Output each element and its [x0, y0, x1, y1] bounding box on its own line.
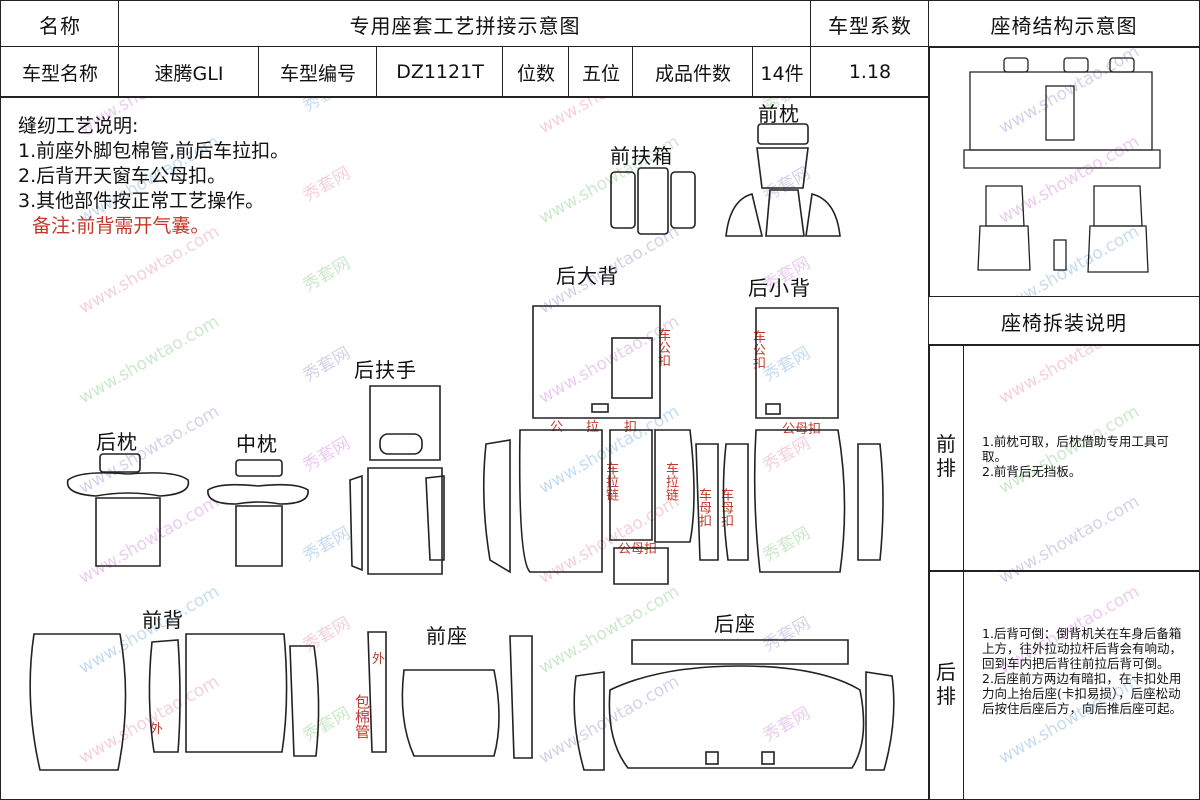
rear-row-text-1: 1.后背可倒：倒背机关在车身后备箱上方，往外拉动拉杆后背会有响动，回到车内把后背… — [982, 626, 1183, 671]
label-rear-armrest: 后扶手 — [354, 358, 417, 382]
rear-row-text-2: 2.后座前方两边有暗扣，在卡扣处用力向上抬后座(卡扣易损），后座松动后按住后座后… — [982, 671, 1183, 716]
seats-value: 五位 — [581, 62, 620, 85]
rear-big-back-pattern — [482, 305, 719, 585]
sewing-notes: 缝纫工艺说明: 1.前座外脚包棉管,前后车拉扣。 2.后背开天窗车公母扣。 3.… — [18, 114, 289, 239]
rear-row-label: 后排 — [936, 660, 956, 708]
front-back-pattern — [29, 633, 320, 771]
front-row-text: 1.前枕可取，后枕借助专用工具可取。 2.前背后无挡板。 — [982, 434, 1188, 479]
pieces-label-cell: 成品件数 — [632, 46, 754, 98]
page-title: 专用座套工艺拼接示意图 — [349, 13, 581, 38]
annot-bottom-buckle: 公母扣 — [618, 542, 658, 557]
rear-pillow-pattern — [66, 453, 190, 567]
annot-female-snap-2: 车母扣 — [718, 488, 733, 527]
label-rear-small-back: 后小背 — [748, 276, 811, 300]
label-front-seat: 前座 — [426, 624, 468, 648]
model-name-label-cell: 车型名称 — [0, 46, 120, 98]
name-label: 名称 — [39, 13, 81, 38]
front-row-label: 前排 — [936, 432, 956, 480]
rear-small-back-pattern — [722, 307, 884, 573]
front-row-divider — [928, 344, 964, 572]
label-rear-big-back: 后大背 — [556, 264, 619, 288]
name-label-cell: 名称 — [0, 0, 120, 48]
annot-outer-back: 外 — [150, 722, 164, 737]
coef-label-cell: 车型系数 — [810, 0, 930, 48]
seat-structure-sketch — [963, 57, 1161, 273]
model-code-cell: DZ1121T — [376, 46, 504, 98]
model-name-value: 速腾GLI — [154, 62, 224, 85]
annot-snap: 扣 — [624, 420, 638, 435]
annot-zipper-right: 车拉链 — [663, 462, 678, 501]
annot-zipper-tab: 拉 — [586, 420, 600, 435]
label-rear-pillow: 后枕 — [96, 430, 138, 454]
disassembly-title-cell: 座椅拆装说明 — [928, 296, 1200, 346]
model-code-label: 车型编号 — [279, 62, 356, 85]
structure-title-cell: 座椅结构示意图 — [928, 0, 1200, 48]
disassembly-title: 座椅拆装说明 — [1001, 310, 1127, 335]
annot-big-back-snap: 车公扣 — [655, 328, 670, 367]
annot-male: 公 — [550, 420, 564, 435]
rear-armrest-pattern — [349, 385, 445, 575]
seats-label: 位数 — [516, 62, 555, 85]
seats-cell: 五位 — [568, 46, 634, 98]
front-row-text-1: 1.前枕可取，后枕借助专用工具可取。 — [982, 434, 1169, 464]
front-seat-pattern — [367, 631, 533, 759]
annot-female-snap-1: 车母扣 — [696, 488, 711, 527]
structure-title: 座椅结构示意图 — [990, 13, 1138, 38]
rear-row-text: 1.后背可倒：倒背机关在车身后备箱上方，往外拉动拉杆后背会有响动，回到车内把后背… — [982, 626, 1188, 716]
sewing-note-3: 3.其他部件按正常工艺操作。 — [18, 190, 265, 212]
coef-cell: 1.18 — [810, 46, 930, 98]
rear-seat-pattern — [573, 639, 895, 771]
annot-outer-seat: 外 — [372, 652, 386, 667]
sewing-note-1: 1.前座外脚包棉管,前后车拉扣。 — [18, 140, 290, 162]
front-pillow-pattern — [725, 123, 841, 237]
label-front-armrest-box: 前扶箱 — [610, 144, 673, 168]
coef-label: 车型系数 — [828, 13, 912, 38]
seats-label-cell: 位数 — [502, 46, 570, 98]
annot-cotton-tube: 包棉管 — [353, 694, 371, 739]
model-code-value: DZ1121T — [396, 61, 484, 83]
pieces-label: 成品件数 — [654, 62, 731, 85]
front-armrest-box-pattern — [610, 167, 696, 235]
pieces-value: 14件 — [760, 62, 804, 85]
middle-pillow-pattern — [207, 459, 309, 567]
annot-small-back-snap: 车公扣 — [750, 330, 765, 369]
sewing-notes-title: 缝纫工艺说明: — [18, 115, 139, 137]
sewing-note-2: 2.后背开天窗车公母扣。 — [18, 165, 227, 187]
label-middle-pillow: 中枕 — [236, 432, 278, 456]
coef-value: 1.18 — [848, 61, 892, 83]
model-name-label: 车型名称 — [21, 62, 98, 85]
pieces-cell: 14件 — [752, 46, 812, 98]
label-front-back: 前背 — [142, 608, 184, 632]
label-rear-seat: 后座 — [714, 612, 756, 636]
label-front-pillow: 前枕 — [758, 102, 800, 126]
sewing-remark: 备注:前背需开气囊。 — [32, 215, 210, 237]
front-row-text-2: 2.前背后无挡板。 — [982, 464, 1082, 479]
